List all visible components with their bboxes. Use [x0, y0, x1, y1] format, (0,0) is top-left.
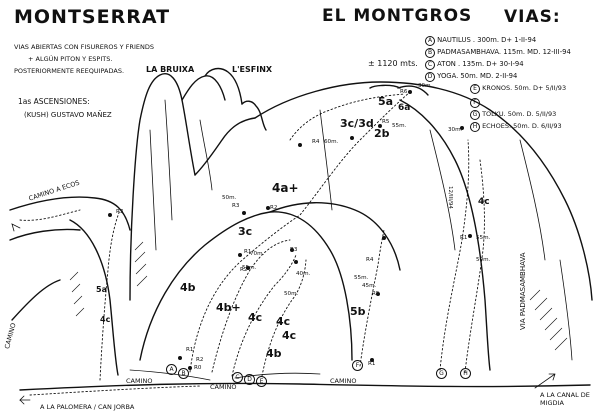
- grade-label: 4c: [276, 315, 291, 328]
- grade-label: 5b: [350, 305, 366, 318]
- pitch-label: 60m.: [324, 139, 339, 145]
- pitch-label: 50m.: [284, 291, 299, 297]
- legend-marker-a: A: [425, 36, 435, 46]
- peak-altitude: ± 1120 mts.: [368, 59, 418, 68]
- trail-a-la-canal: A LA CANAL DE MIGDIA: [540, 391, 590, 407]
- belay-label: R1: [186, 347, 194, 353]
- grade-label: 4a+: [272, 181, 299, 195]
- pitch-label: 30m.: [448, 127, 463, 133]
- legend-text-d: YOGA. 50m. MD. 2-II-94: [437, 72, 518, 80]
- legend-text-a: NAUTILUS . 300m. D+ 1-II-94: [437, 36, 537, 44]
- grade-label: 4c: [478, 197, 490, 207]
- intro-line2: + ALGÚN PITON Y ESPITS.: [28, 55, 113, 63]
- legend-marker-b: B: [425, 48, 435, 58]
- legend-route-d: D YOGA. 50m. MD. 2-II-94: [425, 72, 517, 82]
- belay-label: R4: [312, 139, 320, 145]
- pitch-label: 40m.: [296, 271, 311, 277]
- trail-camino-bottom-2: CAMINO: [210, 383, 237, 391]
- pitch-label: 55m.: [242, 265, 257, 271]
- legend-marker-f: F: [470, 98, 480, 108]
- pitch-label: 50m.: [222, 195, 237, 201]
- grade-label: 4b: [266, 347, 282, 360]
- belay-label: R3: [232, 203, 240, 209]
- legend-route-c: C ATON . 135m. D+ 30-I-94: [425, 60, 524, 70]
- belay-label: R1: [460, 235, 468, 241]
- legend-marker-c: C: [425, 60, 435, 70]
- route-start-marker: H: [460, 368, 471, 379]
- belay-label: R1: [368, 361, 376, 367]
- belay-label: R3: [290, 247, 298, 253]
- peak-lesfinx: L'ESFINX: [232, 65, 273, 74]
- trail-camino-bottom-1: CAMINO: [126, 377, 153, 385]
- belay-label: R4: [366, 257, 374, 263]
- pitch-label: 45m.: [362, 283, 377, 289]
- belay-label: R2: [196, 357, 204, 363]
- route-start-marker: B: [178, 368, 189, 379]
- legend-marker-g: G: [470, 110, 480, 120]
- pitch-label: 55m.: [354, 275, 369, 281]
- route-start-marker: G: [436, 368, 447, 379]
- legend-route-b: B PADMASAMBHAVA. 115m. MD. 12-III-94: [425, 48, 571, 58]
- belay-label: R5: [372, 291, 380, 297]
- title-center: EL MONTGROS: [322, 6, 473, 26]
- grade-label: 2b: [374, 127, 390, 140]
- first-ascent-names: (KUSH) GUSTAVO MAÑEZ: [24, 111, 112, 119]
- route-start-marker: A: [166, 364, 177, 375]
- pitch-label: 30m.: [418, 83, 433, 89]
- intro-line3: POSTERIORMENTE REEQUIPADAS.: [14, 67, 125, 75]
- belay-label: R6: [400, 89, 408, 95]
- legend-text-e: KRONOS. 50m. D+ 5/II/93: [482, 84, 567, 92]
- belay-label: R5: [382, 119, 390, 125]
- route-start-marker: D: [244, 374, 255, 385]
- legend-route-a: A NAUTILUS . 300m. D+ 1-II-94: [425, 36, 536, 46]
- grade-label: 4b+: [216, 301, 241, 314]
- trail-camino-bottom-3: CAMINO: [330, 377, 357, 385]
- grade-label: 3c/3d: [340, 117, 374, 130]
- legend-marker-e: E: [470, 84, 480, 94]
- grade-label: 4b: [180, 281, 196, 294]
- route-name-padmasambhava: VIA PADMASAMBHAVA: [519, 252, 527, 330]
- belay-label: R2: [270, 205, 278, 211]
- legend-text-c: ATON . 135m. D+ 30-I-94: [437, 60, 524, 68]
- trail-a-la-palomera: A LA PALOMERA / CAN JORBA: [40, 403, 135, 411]
- grade-label: 6a: [398, 103, 411, 113]
- legend-route-e: E KRONOS. 50m. D+ 5/II/93: [470, 84, 566, 94]
- title-left: MONTSERRAT: [14, 6, 171, 28]
- legend-route-f: F: [470, 98, 480, 108]
- route-start-marker: C: [232, 372, 243, 383]
- legend-route-g: G TOLKU. 50m. D. 5/II/93: [470, 110, 556, 120]
- pitch-label: 12/III/94: [447, 186, 453, 209]
- grade-label: 5a: [96, 285, 107, 294]
- title-right: VIAS:: [504, 7, 561, 27]
- legend-marker-d: D: [425, 72, 435, 82]
- legend-text-h: ECHOES. 50m. D. 6/II/93: [482, 122, 562, 130]
- belay-label: R1: [244, 249, 252, 255]
- belay-label: R2: [240, 267, 248, 273]
- grade-label: 4c: [100, 315, 111, 324]
- intro-line1: VIAS ABIERTAS CON FISUREROS Y FRIENDS: [14, 43, 154, 51]
- grade-label: 3c: [238, 225, 253, 238]
- legend-text-b: PADMASAMBHAVA. 115m. MD. 12-III-94: [437, 48, 571, 56]
- belay-label: R3: [116, 209, 124, 215]
- grade-label: 4c: [248, 311, 263, 324]
- pitch-label: 55m.: [392, 123, 407, 129]
- pitch-label: 50m.: [476, 257, 491, 263]
- belay-label: R0: [194, 365, 202, 371]
- legend-route-h: H ECHOES. 50m. D. 6/II/93: [470, 122, 562, 132]
- route-start-marker: F: [352, 360, 363, 371]
- peak-la-bruixa: LA BRUIXA: [146, 65, 195, 74]
- grade-label: 4c: [282, 329, 297, 342]
- grade-label: 5a: [378, 95, 394, 108]
- route-start-marker: E: [256, 376, 267, 387]
- legend-text-g: TOLKU. 50m. D. 5/II/93: [482, 110, 557, 118]
- pitch-label: 55m.: [476, 235, 491, 241]
- first-ascent-label: 1as ASCENSIONES:: [18, 97, 90, 106]
- pitch-label: 70m.: [250, 251, 265, 257]
- legend-marker-h: H: [470, 122, 480, 132]
